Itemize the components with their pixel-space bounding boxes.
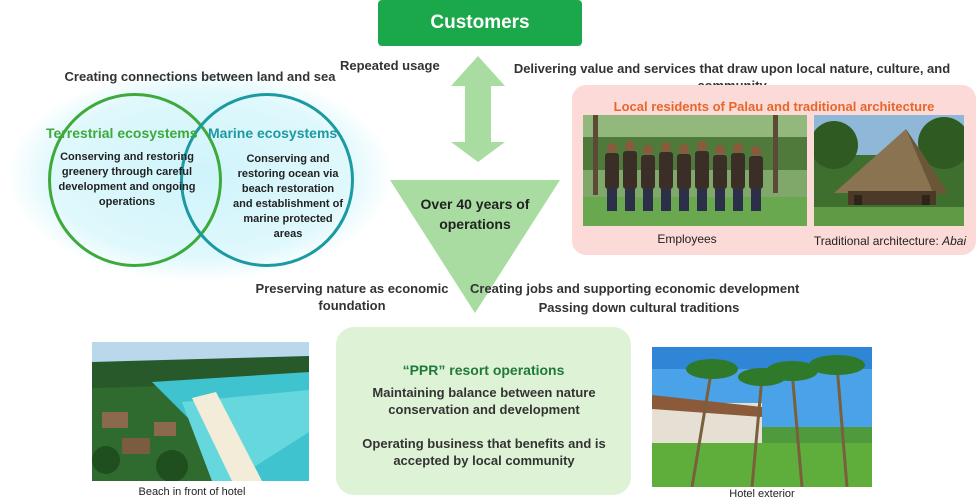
abai-caption-italic: Abai <box>942 234 967 248</box>
employees-caption: Employees <box>657 232 717 246</box>
marine-text: Conserving and restoring ocean via beach… <box>232 153 344 240</box>
passing-down-label: Passing down cultural traditions <box>538 300 740 315</box>
abai-photo <box>814 115 964 226</box>
abai-caption: Traditional architecture: Abai <box>800 234 980 248</box>
employees-photo <box>583 115 807 226</box>
ppr-panel <box>336 327 631 495</box>
over-40-years-label: Over 40 years of operations <box>420 196 530 232</box>
beach-photo <box>92 342 309 481</box>
creating-jobs-label: Creating jobs and supporting economic de… <box>470 281 800 296</box>
abai-caption-prefix: Traditional architecture: <box>813 234 943 248</box>
customers-label: Customers <box>430 12 530 33</box>
operations-triangle <box>390 180 560 313</box>
ppr-line-1: Maintaining balance between nature conse… <box>372 385 596 417</box>
beach-caption: Beach in front of hotel <box>138 486 246 498</box>
terrestrial-title: Terrestrial ecosystems <box>46 125 198 141</box>
repeated-usage-label: Repeated usage <box>340 58 440 73</box>
connections-label: Creating connections between land and se… <box>64 69 336 84</box>
terrestrial-text: Conserving and restoring greenery throug… <box>58 151 196 208</box>
ppr-title: “PPR” resort operations <box>402 362 565 378</box>
marine-circle <box>180 93 354 267</box>
local-residents-title: Local residents of Palau and traditional… <box>613 99 935 114</box>
customers-box: Customers <box>378 0 582 46</box>
hotel-caption: Hotel exterior <box>729 488 795 500</box>
ppr-line-2: Operating business that benefits and is … <box>362 436 606 468</box>
double-arrow <box>451 56 505 162</box>
preserving-nature-label: Preserving nature as economic foundation <box>255 281 449 313</box>
marine-title: Marine ecosystems <box>208 125 338 141</box>
hotel-photo <box>652 347 872 487</box>
